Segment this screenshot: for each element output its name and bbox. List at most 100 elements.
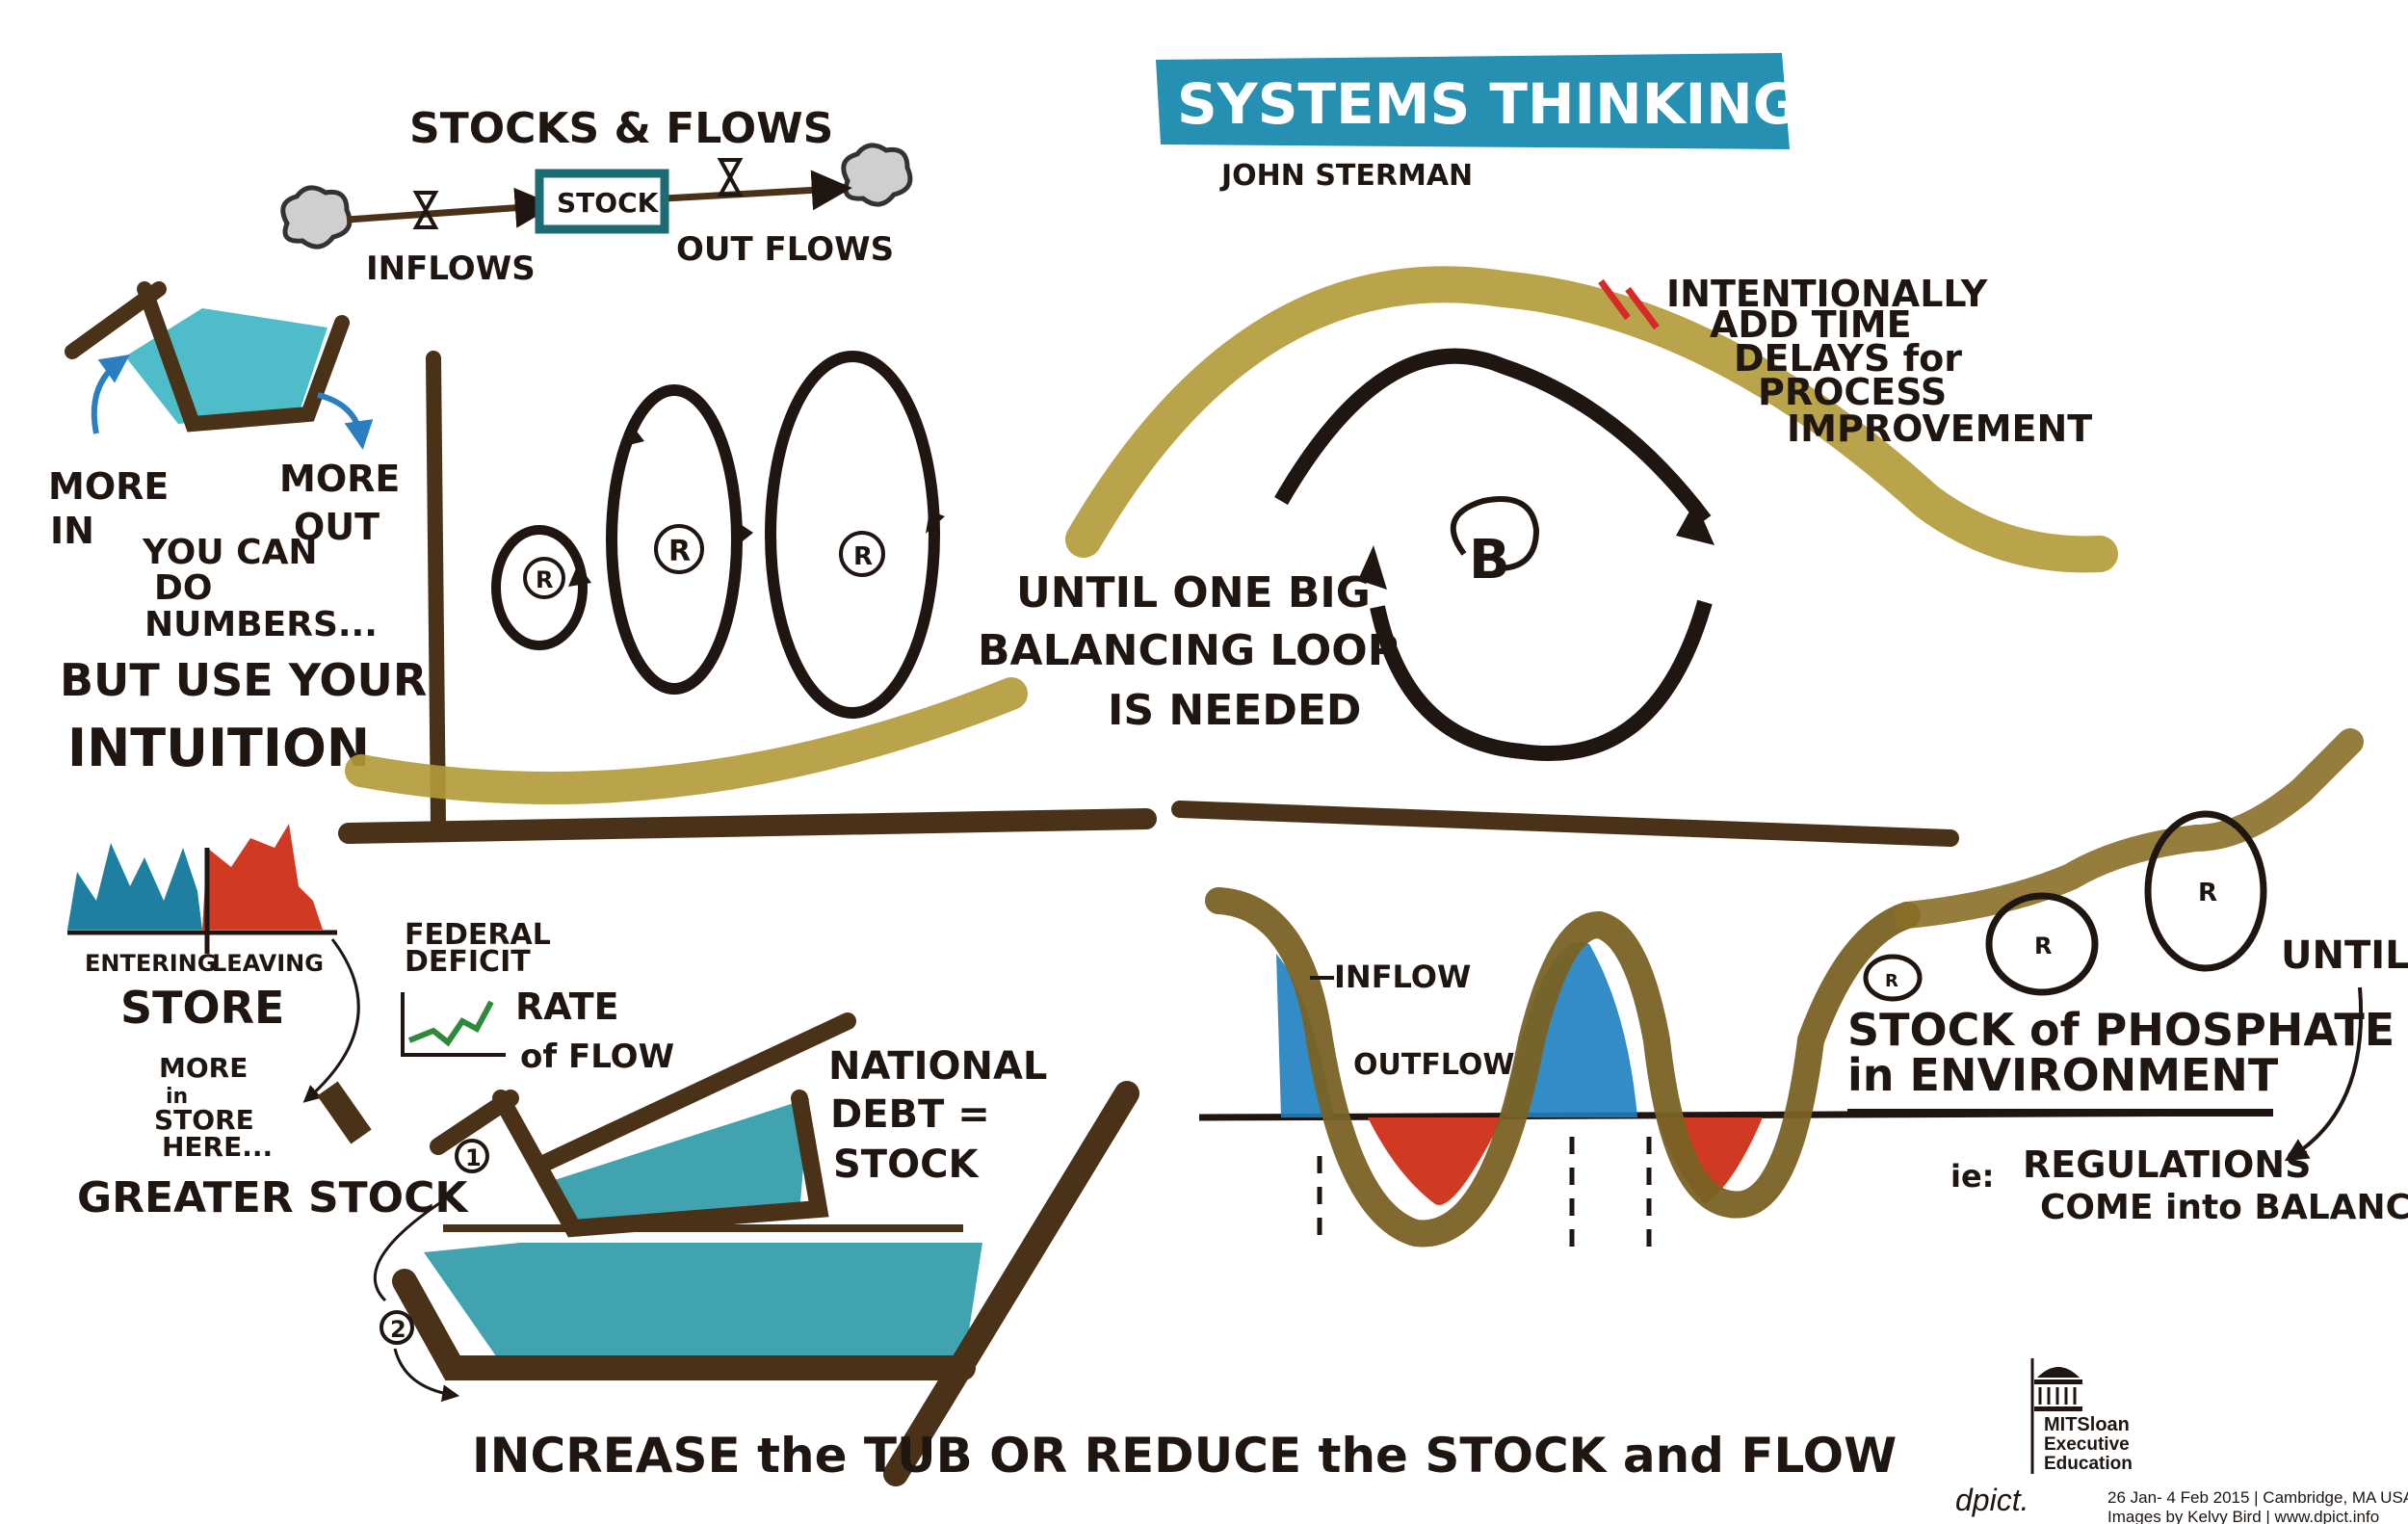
oscillation-chart: INFLOW OUTFLOW: [1198, 728, 2364, 1252]
store-chart: ENTERING LEAVING STORE MORE in STORE HER…: [67, 824, 469, 1222]
balancing-loop-top: [1274, 348, 1712, 525]
source-cloud-icon: [280, 185, 353, 250]
large-tub-water: [424, 1243, 982, 1368]
intuition-line-4: BUT USE YOUR: [60, 654, 427, 706]
brand-line-1: MITSloan: [2044, 1414, 2130, 1435]
b-marker: [1450, 496, 1540, 571]
store-entering-label: ENTERING: [85, 950, 216, 977]
store-note-line-1: MORE: [159, 1052, 248, 1084]
faucet-mark: [317, 1081, 372, 1144]
inflow-pipe: [346, 187, 556, 228]
outflow-label: OUTFLOW: [1353, 1048, 1514, 1082]
r-marker-2: [654, 524, 704, 574]
deficit-line: [407, 1000, 494, 1047]
balancing-note-line-1: UNTIL ONE BIG: [1016, 568, 1371, 617]
intuition-line-3: NUMBERS...: [144, 605, 378, 644]
b-label: B: [1469, 529, 1510, 591]
phosphate-loop-1: [1863, 954, 1923, 1002]
oscillating-stock-curve: [1205, 887, 1921, 1248]
balancing-loop-bottom: [1370, 599, 1713, 762]
intuition-note: YOU CAN DO NUMBERS... BUT USE YOUR INTUI…: [60, 533, 427, 778]
phosphate-line-2: in ENVIRONMENT: [1847, 1049, 2279, 1101]
growth-graph: R R R: [338, 351, 1157, 844]
phosphate-r-label-3: R: [2198, 879, 2217, 907]
step-arrows-icon: [374, 1193, 453, 1395]
r-label-2: R: [668, 535, 691, 568]
step-2-label: 2: [390, 1316, 406, 1343]
small-tub-water: [539, 1098, 809, 1223]
inflow-valve-icon: [412, 191, 439, 229]
mit-sloan-logo: MITSloan Executive Education: [2030, 1358, 2133, 1474]
balancing-note-line-2: BALANCING LOOP: [978, 626, 1399, 675]
stock-box: [535, 169, 669, 234]
outflows-label: OUT FLOWS: [676, 230, 894, 269]
store-leaving-label: LEAVING: [212, 950, 324, 977]
federal-deficit-line-2: DEFICIT: [405, 945, 531, 979]
r-label-1: R: [536, 566, 553, 593]
rate-label: RATE: [515, 985, 619, 1028]
title-banner-bg: [1156, 53, 1790, 149]
outflow-valve-icon: [717, 158, 744, 197]
step-2-circle: [380, 1310, 414, 1345]
r-marker-1: [523, 557, 565, 599]
greater-stock-label: GREATER STOCK: [77, 1173, 469, 1222]
store-note-line-3: STORE: [154, 1104, 254, 1136]
reinforcing-loop-small: [491, 525, 588, 650]
more-out-label-2: OUT: [294, 506, 380, 548]
s-curve-graph: B: [1065, 266, 2118, 762]
store-note-line-2: in: [166, 1085, 188, 1109]
outflow-area-1: [1368, 1117, 1503, 1205]
r-marker-3: [839, 531, 885, 577]
time-delay-note: INTENTIONALLY ADD TIME DELAYS for PROCES…: [1666, 273, 2092, 450]
delay-note-line-4: PROCESS: [1758, 371, 1947, 413]
footer-dates: 26 Jan- 4 Feb 2015 | Cambridge, MA USA: [2107, 1488, 2408, 1507]
more-out-label-1: MORE: [279, 458, 400, 500]
national-debt-tub: NATIONAL DEBT = STOCK 1 2: [317, 1012, 1139, 1486]
oscillation-guides: [1317, 1137, 1652, 1252]
regulations-line-1: REGULATIONS: [2023, 1143, 2311, 1186]
until-label: UNTIL: [2281, 933, 2408, 978]
dome-base: [2034, 1379, 2082, 1384]
intuition-line-5: INTUITION: [67, 718, 370, 778]
store-note-line-4: HERE...: [162, 1131, 273, 1163]
phosphate-section: R R R UNTIL STOCK of PHOSPHATE in ENVIRO…: [1847, 810, 2408, 1227]
bathtub-frame: [65, 281, 350, 433]
reinforcing-loop-large: [765, 351, 940, 719]
federal-deficit-line-1: FEDERAL: [405, 918, 551, 952]
national-debt-line-1: NATIONAL: [828, 1044, 1047, 1089]
store-entering-area: [67, 843, 202, 930]
footer-credit: Images by Kelvy Bird | www.dpict.info: [2107, 1508, 2379, 1524]
r-label-3: R: [853, 542, 873, 571]
sink-cloud-icon: [841, 143, 913, 207]
of-flow-label: of FLOW: [520, 1038, 674, 1076]
more-in-label-1: MORE: [48, 465, 169, 508]
phosphate-stock-curve: [1894, 728, 2364, 929]
columns-icon: [2038, 1387, 2077, 1405]
brand-line-2: Executive: [2044, 1434, 2130, 1455]
phosphate-loop-3: [2144, 810, 2267, 972]
title-banner: SYSTEMS THINKING IV: [1156, 53, 1882, 149]
dome-icon: [2037, 1367, 2080, 1378]
growth-graph-x-axis: [338, 808, 1157, 844]
federal-deficit-sketch: FEDERAL DEFICIT RATE of FLOW: [401, 918, 674, 1076]
small-tub-frame: [430, 1012, 856, 1238]
delay-note-line-5: IMPROVEMENT: [1787, 407, 2092, 450]
intuition-line-2: DO: [154, 568, 213, 608]
step-1-label: 1: [465, 1144, 482, 1171]
national-debt-line-3: STOCK: [833, 1143, 980, 1187]
phosphate-r-label-1: R: [1885, 971, 1898, 991]
store-leaving-area: [202, 824, 323, 930]
inflows-label: INFLOWS: [366, 250, 536, 288]
national-debt-line-2: DEBT =: [830, 1092, 990, 1137]
phosphate-loop-2: [1985, 892, 2099, 996]
intuition-line-1: YOU CAN: [142, 533, 318, 572]
large-tub-frame: [392, 1081, 1139, 1486]
store-chart-axes: [67, 848, 337, 954]
balancing-loop-note: UNTIL ONE BIG BALANCING LOOP IS NEEDED: [978, 568, 1399, 735]
phosphate-r-label-2: R: [2034, 933, 2052, 959]
store-caption: STORE: [120, 982, 284, 1034]
bottom-caption: INCREASE the TUB OR REDUCE the STOCK and…: [472, 1428, 1897, 1484]
growth-curve: [345, 677, 1028, 804]
stocks-flows-heading: STOCKS & FLOWS: [409, 104, 833, 153]
phosphate-line-1: STOCK of PHOSPHATE: [1847, 1004, 2395, 1056]
